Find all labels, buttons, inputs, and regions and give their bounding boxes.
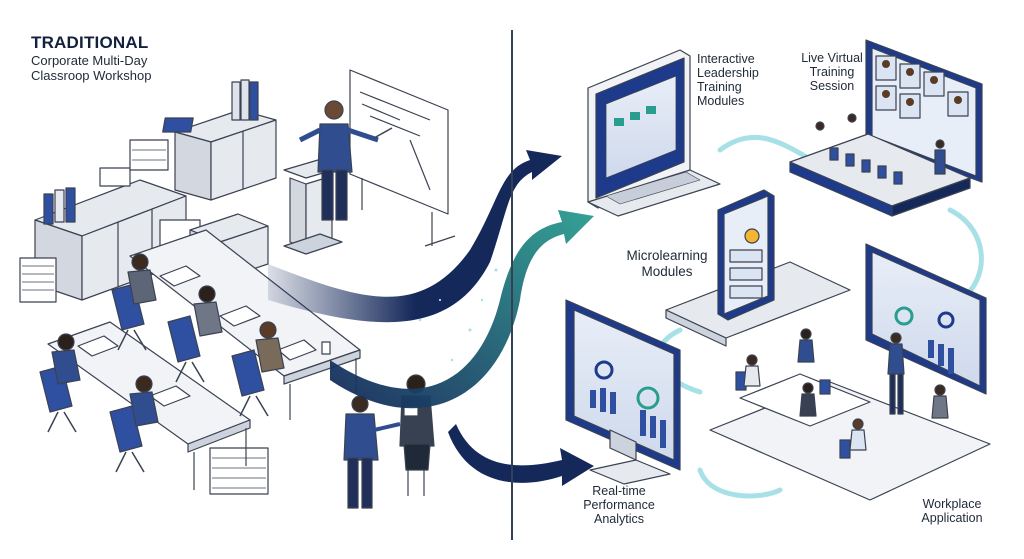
binders-shelf	[231, 79, 259, 121]
laptop	[587, 49, 721, 217]
title-subheading: Corporate Multi-Day Classroop Workshop	[31, 53, 152, 83]
label-workplace: Workplace Application	[921, 497, 983, 525]
virtual-classroom-platform	[789, 113, 971, 217]
paper-lines	[22, 149, 266, 489]
label-interactive-modules: Interactive Leadership Training Modules	[697, 52, 759, 108]
analytics-monitor	[565, 299, 681, 485]
workplace-floor	[709, 328, 991, 501]
title-heading: TRADITIONAL	[31, 33, 149, 52]
cup	[321, 341, 331, 355]
section-divider	[511, 30, 513, 540]
open-books	[77, 265, 317, 407]
handshake-people	[343, 374, 435, 509]
arrow-middle	[330, 210, 594, 409]
classroom-scene	[19, 69, 456, 509]
label-microlearning: Microlearning Modules	[626, 248, 708, 279]
students	[51, 253, 285, 427]
whiteboard	[349, 69, 456, 247]
arrow-upper	[268, 150, 562, 323]
instructor	[298, 100, 393, 221]
arrow-sparkles	[418, 268, 498, 362]
office-monitor	[865, 243, 987, 395]
arrow-lower	[448, 424, 594, 486]
transition-arrows	[268, 150, 594, 486]
label-analytics: Real-time Performance Analytics	[583, 484, 655, 526]
cabinet-binders	[43, 187, 76, 225]
cabinet-top-right	[174, 109, 277, 201]
chair-legs	[47, 329, 269, 473]
label-virtual-session: Live Virtual Training Session	[801, 51, 863, 93]
smartphone	[665, 189, 851, 347]
modern-scene	[565, 39, 991, 501]
blue-binder	[162, 117, 194, 133]
